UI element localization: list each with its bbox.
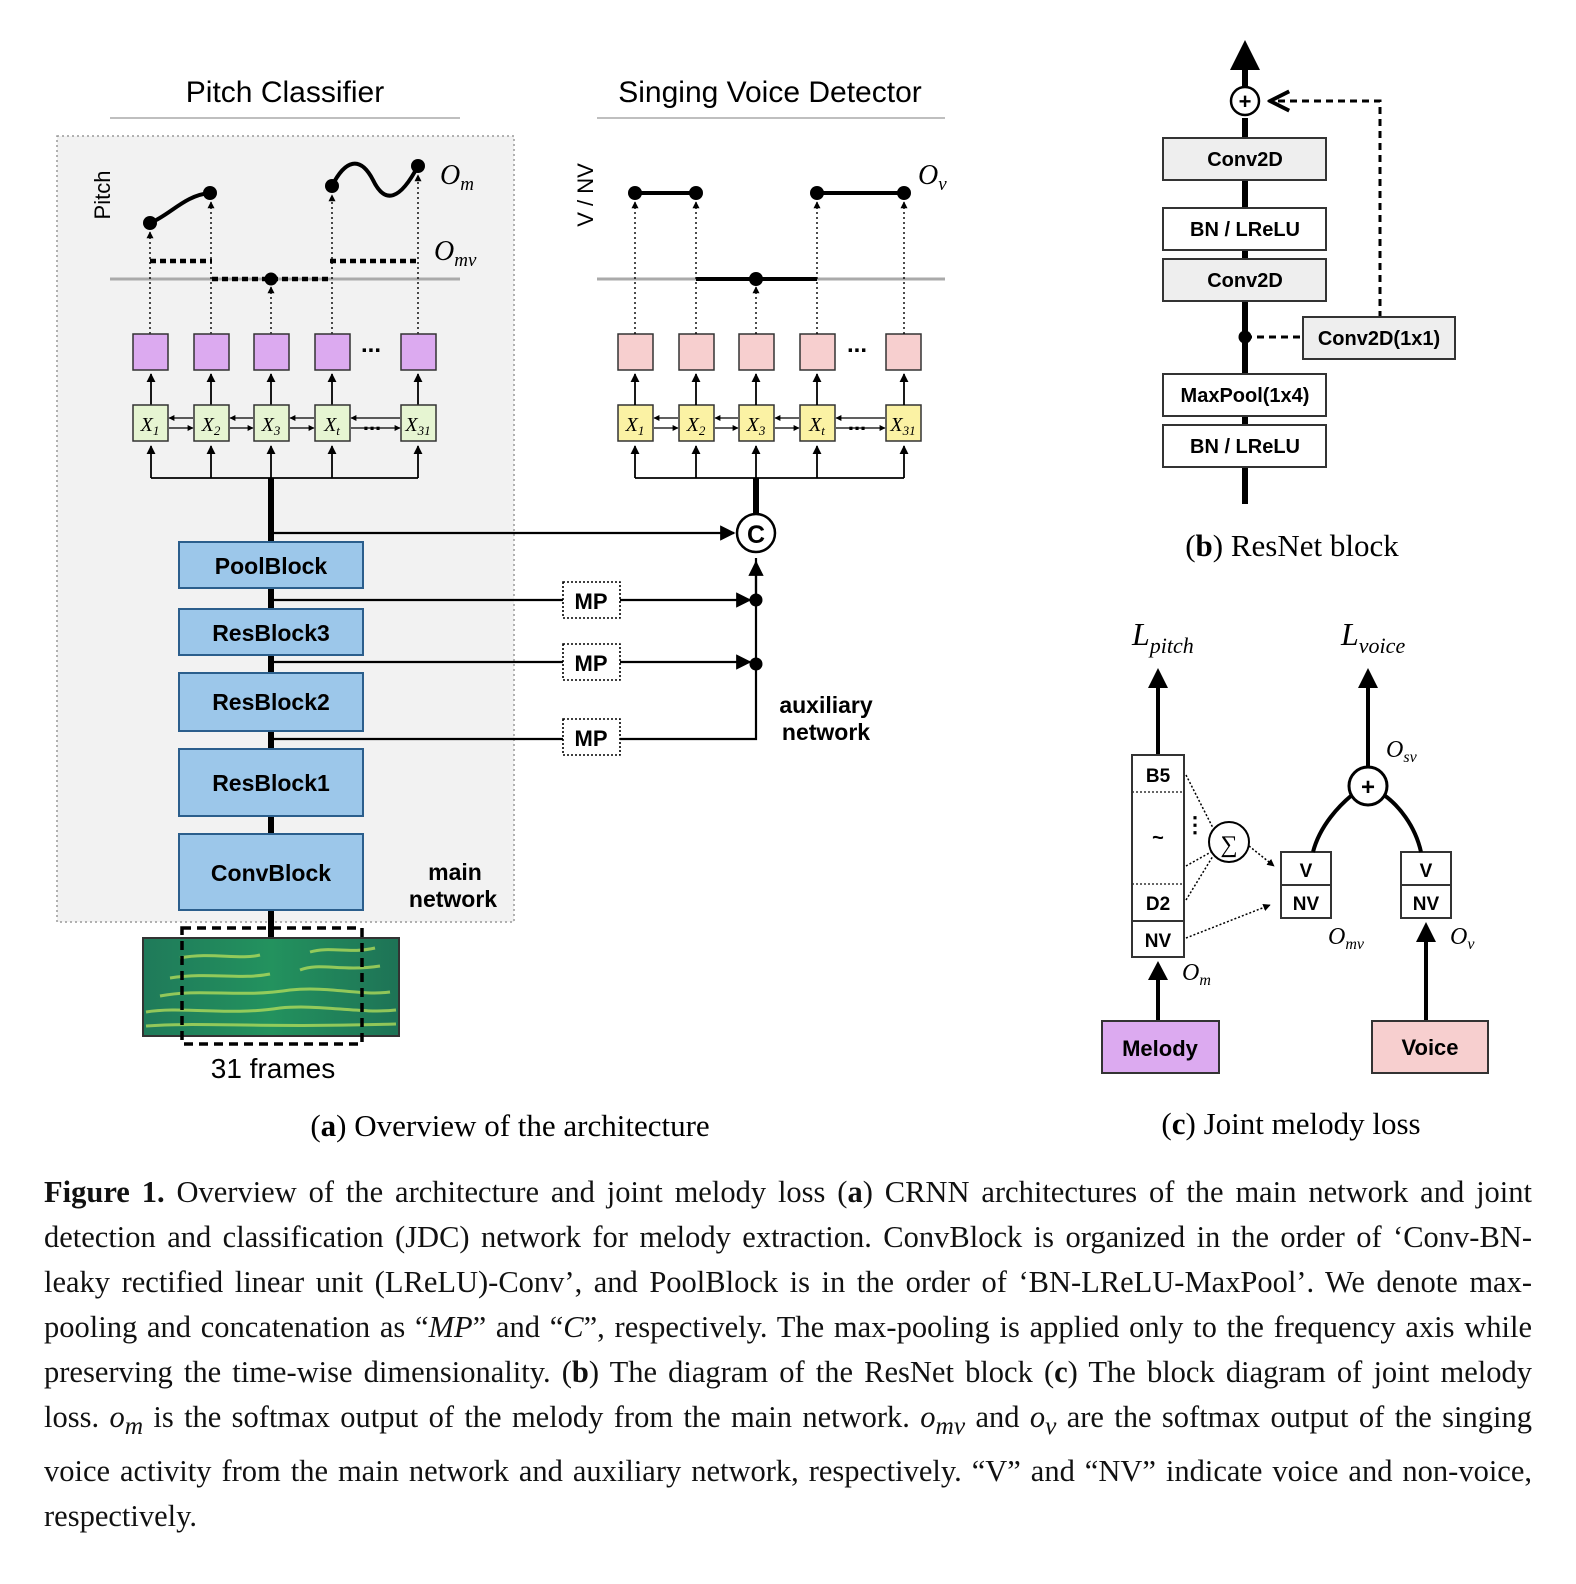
resblock2	[178, 672, 364, 732]
svg-text:Melody: Melody	[1122, 1036, 1199, 1061]
l-voice-label: Lvoice	[1340, 616, 1405, 658]
svg-text:X3: X3	[261, 414, 281, 438]
svg-text:Xt: Xt	[323, 414, 340, 438]
svg-text:Conv2D: Conv2D	[1207, 149, 1283, 171]
svg-text:X2: X2	[686, 414, 706, 438]
svg-text:~: ~	[1152, 827, 1164, 849]
svg-text:NV: NV	[1145, 931, 1172, 952]
figure-diagram: Pitch Classifier Singing Voice Detector …	[56, 40, 1489, 1143]
caption-b: (b) ResNet block	[1185, 528, 1399, 563]
svg-text:V: V	[1420, 861, 1433, 882]
svg-text:Conv2D(1x1): Conv2D(1x1)	[1318, 328, 1440, 350]
svg-text:...: ...	[363, 410, 381, 435]
svg-text:network: network	[409, 886, 497, 912]
pitch-axis-label: Pitch	[90, 171, 115, 220]
svg-text:PoolBlock: PoolBlock	[215, 553, 328, 579]
sum-node	[1208, 821, 1250, 863]
om-label: Om	[440, 160, 474, 195]
voice-add-node	[1347, 765, 1389, 807]
svg-text:ResBlock3: ResBlock3	[212, 620, 330, 646]
ov-label-c: Ov	[1450, 924, 1475, 953]
panel-a-architecture: Pitch Classifier Singing Voice Detector …	[56, 76, 947, 1143]
figure-caption: Figure 1. Overview of the architecture a…	[44, 1175, 1532, 1534]
auxiliary-network-label: auxiliary	[779, 692, 873, 718]
svg-text:⋮: ⋮	[1184, 812, 1206, 837]
ov-label: Ov	[918, 160, 947, 195]
caption-a: (a) Overview of the architecture	[310, 1108, 709, 1143]
omv-label: Omv	[434, 236, 477, 271]
svg-text:BN / LReLU: BN / LReLU	[1190, 436, 1300, 458]
svg-text:...: ...	[847, 331, 867, 358]
panel-c-joint-melody-loss: Lpitch Lvoice B5 ~ D2 NV ⋮ ∑ V NV Om	[1101, 616, 1489, 1141]
voice-rnn-cells: X1 X2 X3 Xt X31 ...	[617, 404, 922, 442]
resblock3	[178, 608, 364, 656]
svg-text:NV: NV	[1293, 894, 1320, 915]
resblock1	[178, 748, 364, 817]
svg-text:+: +	[1239, 89, 1252, 114]
svg-text:Conv2D: Conv2D	[1207, 270, 1283, 292]
svg-text:ResBlock1: ResBlock1	[212, 770, 330, 796]
main-network-label: main	[428, 859, 482, 885]
svg-text:MP: MP	[575, 589, 608, 614]
svg-text:X1: X1	[625, 414, 645, 438]
svg-text:X31: X31	[404, 414, 430, 438]
voice-output-boxes	[617, 333, 922, 371]
singing-voice-detector-title: Singing Voice Detector	[618, 76, 922, 109]
pitch-classifier-title: Pitch Classifier	[186, 76, 384, 109]
panel-b-resnet-block: + Conv2D BN / LReLU Conv2D MaxPool(1x4) …	[1162, 40, 1456, 563]
bn-lrelu-1	[1162, 207, 1327, 251]
svg-text:X3: X3	[746, 414, 766, 438]
bn-lrelu-2	[1162, 424, 1327, 468]
svg-text:X1: X1	[140, 414, 160, 438]
svg-text:Xt: Xt	[808, 414, 825, 438]
conv2d-top	[1162, 137, 1327, 181]
svg-text:NV: NV	[1413, 894, 1440, 915]
maxpool	[1162, 373, 1327, 417]
osv-label: Osv	[1386, 737, 1418, 766]
svg-text:D2: D2	[1146, 894, 1170, 915]
svg-text:X31: X31	[889, 414, 915, 438]
svg-text:+: +	[1361, 774, 1375, 801]
main-network-blocks: PoolBlock ResBlock3 ResBlock2 ResBlock1 …	[178, 541, 364, 911]
omv-label-c: Omv	[1328, 924, 1365, 953]
svg-text:network: network	[782, 719, 870, 745]
svg-text:∑: ∑	[1220, 832, 1237, 858]
svg-text:Voice: Voice	[1401, 1035, 1458, 1060]
pitch-bins-column	[1131, 754, 1185, 958]
voice-box	[1371, 1020, 1489, 1074]
svg-text:ConvBlock: ConvBlock	[211, 860, 331, 886]
svg-text:V: V	[1300, 861, 1313, 882]
svg-text:BN / LReLU: BN / LReLU	[1190, 219, 1300, 241]
svg-text:...: ...	[848, 410, 866, 435]
vnv-axis-label: V / NV	[573, 163, 598, 227]
svg-text:X2: X2	[201, 414, 221, 438]
conv2d-2	[1162, 258, 1327, 302]
pitch-output-boxes	[132, 333, 437, 371]
svg-text:MaxPool(1x4): MaxPool(1x4)	[1181, 385, 1310, 407]
add-node	[1229, 85, 1261, 117]
l-pitch-label: Lpitch	[1131, 616, 1194, 658]
svg-text:ResBlock2: ResBlock2	[212, 689, 330, 715]
pitch-rnn-cells: X1 X2 X3 Xt X31 ...	[132, 404, 437, 442]
svg-text:B5: B5	[1146, 766, 1171, 787]
svg-text:...: ...	[361, 331, 381, 358]
caption-c: (c) Joint melody loss	[1161, 1106, 1420, 1141]
omv-segments	[150, 258, 418, 282]
melody-box	[1101, 1020, 1220, 1074]
vnv-segments	[635, 191, 904, 281]
frames-label: 31 frames	[211, 1053, 336, 1084]
mp-boxes: MP MP MP	[562, 581, 621, 756]
convblock	[178, 833, 364, 911]
conv2d-1x1	[1302, 316, 1456, 360]
svg-text:MP: MP	[575, 726, 608, 751]
svg-text:MP: MP	[575, 651, 608, 676]
svg-text:C: C	[747, 521, 765, 549]
om-label-c: Om	[1182, 960, 1211, 989]
spectrogram-input	[142, 926, 400, 1046]
poolblock	[178, 541, 364, 589]
